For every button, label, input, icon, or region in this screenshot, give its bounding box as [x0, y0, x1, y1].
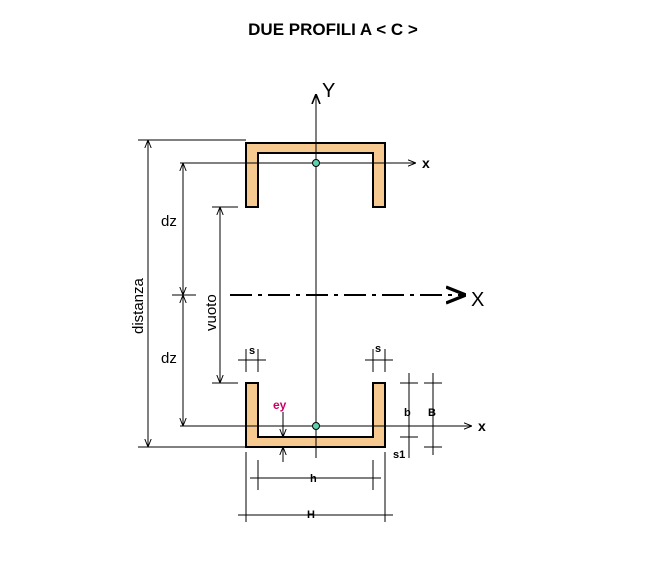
axis-Y-label: Y: [322, 80, 335, 102]
centroid-top: [312, 159, 320, 167]
centroid-bottom: [312, 422, 320, 430]
H-label: H: [307, 509, 315, 521]
b-label: b: [404, 407, 411, 419]
B-label: B: [428, 407, 436, 419]
local-x-top-label: x: [422, 155, 430, 171]
s-right-label: s: [375, 343, 381, 355]
ey-label: ey: [273, 398, 287, 412]
dz-upper-label: dz: [161, 213, 177, 230]
s1-label: s1: [393, 449, 405, 461]
distanza-label: distanza: [130, 277, 147, 334]
dz-lower-label: dz: [161, 350, 177, 367]
top-channel-profile: [245, 142, 386, 208]
local-x-bottom-label: x: [478, 418, 486, 434]
bottom-channel-profile: [245, 382, 386, 448]
s-left-label: s: [249, 345, 255, 357]
h-label: h: [310, 473, 317, 485]
axis-X-label: X: [471, 289, 484, 311]
vuoto-label: vuoto: [203, 294, 220, 331]
diagram-title: DUE PROFILI A < C >: [248, 20, 418, 39]
